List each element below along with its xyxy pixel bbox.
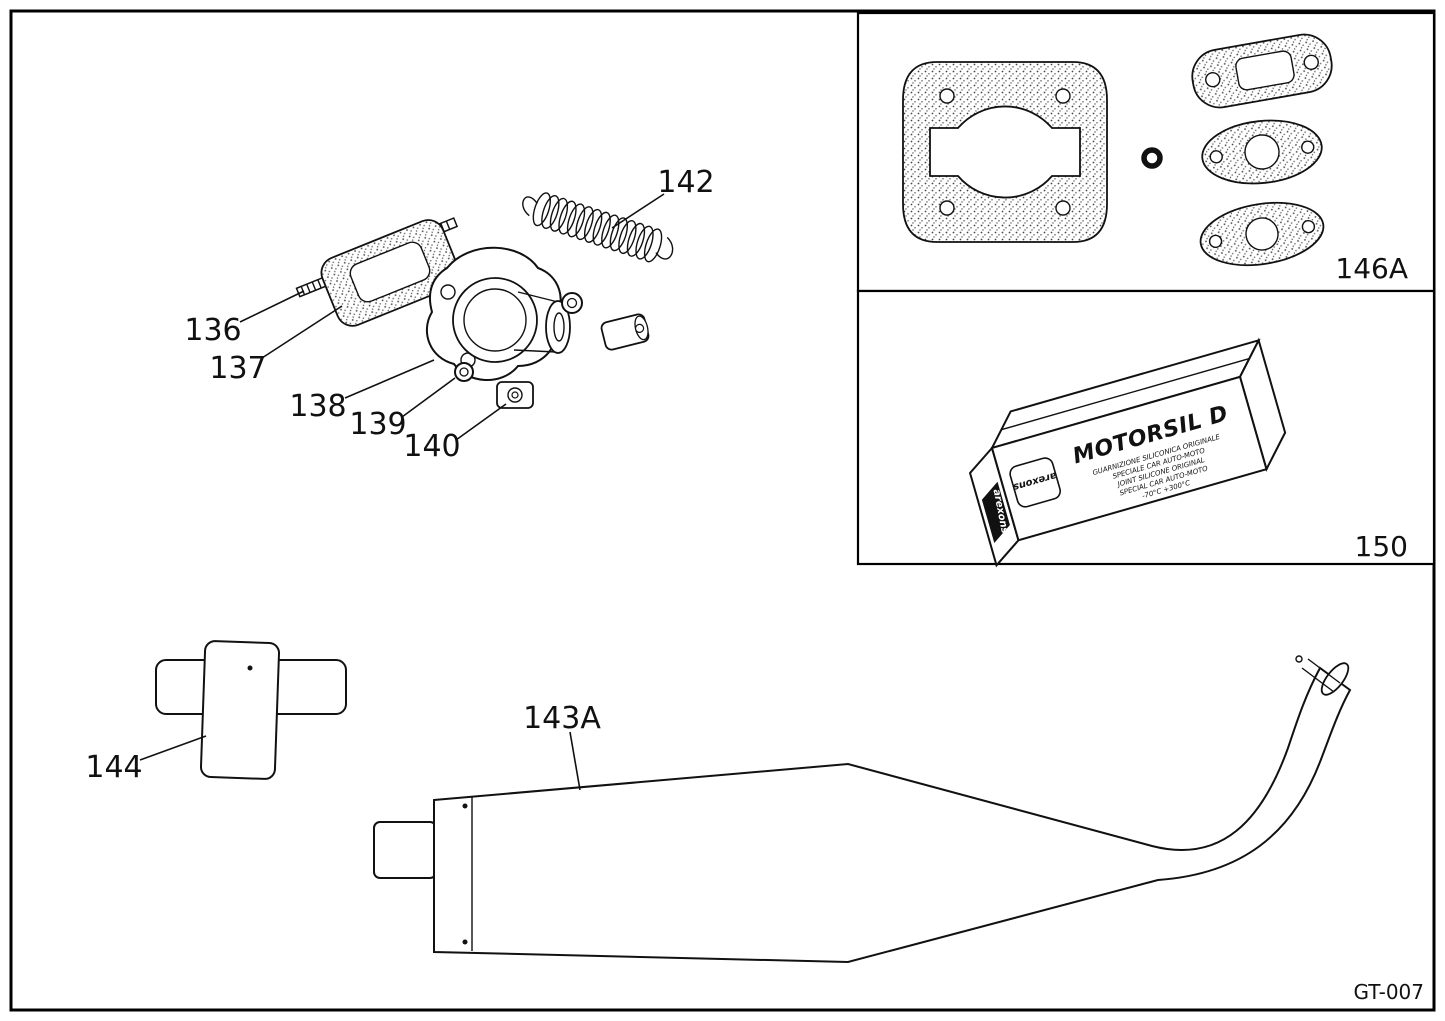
bracket-drawing	[155, 640, 347, 780]
muffler-drawing	[373, 655, 1352, 964]
round-hole-gasket-drawing	[1199, 201, 1325, 267]
sealant-box-end-label	[981, 481, 1010, 544]
label-spring: 142	[657, 165, 714, 200]
box-fold-line	[1001, 357, 1250, 431]
manifold-gasket-drawing	[320, 219, 461, 327]
exhaust-flange-assembly	[426, 246, 650, 409]
muffler-body	[433, 666, 1352, 964]
sealant-box-drawing: arexons arexons MOTORSIL D GUARNIZIONE S…	[968, 337, 1287, 568]
exhaust-spring-drawing	[522, 192, 674, 263]
panel-gasket-set: 146A	[856, 11, 1436, 293]
leader-lines	[139, 193, 665, 791]
oring-drawing	[454, 362, 474, 382]
oring-drawing-upper	[561, 292, 583, 314]
tip-clamp-line-1	[1301, 667, 1335, 693]
manifold-gasket-assembly	[295, 217, 461, 327]
tip-clamp-bolt	[1295, 655, 1303, 663]
sealant-box-front-face	[990, 375, 1268, 542]
label-nut: 140	[403, 429, 460, 464]
label-sealant: 150	[1355, 530, 1408, 563]
label-muffler: 143A	[523, 701, 601, 736]
label-oring: 139	[349, 407, 406, 442]
label-stud: 136	[184, 313, 241, 348]
label-flange: 138	[289, 389, 346, 424]
nut-drawing-upper	[600, 313, 650, 351]
label-gasket-set: 146A	[1335, 252, 1408, 285]
muffler-inlet-stub	[373, 821, 437, 879]
nut-drawing-lower	[496, 381, 534, 409]
part-number-labels: 142 136 137 138 139 140 143A 144	[85, 165, 714, 785]
cylinder-base-gasket-drawing	[902, 61, 1108, 243]
flange-boss-inner	[463, 288, 527, 352]
small-oring-drawing	[1141, 147, 1163, 169]
tip-clamp-line-2	[1307, 658, 1341, 684]
panel-sealant: arexons arexons MOTORSIL D GUARNIZIONE S…	[856, 289, 1436, 568]
brand-logo-frame	[1009, 457, 1062, 508]
intake-gasket-drawing	[1201, 119, 1323, 185]
exhaust-port-gasket-drawing	[1191, 33, 1333, 109]
frame-code: GT-007	[1353, 980, 1424, 1004]
label-manifold-gasket: 137	[209, 351, 266, 386]
label-bracket: 144	[85, 750, 142, 785]
